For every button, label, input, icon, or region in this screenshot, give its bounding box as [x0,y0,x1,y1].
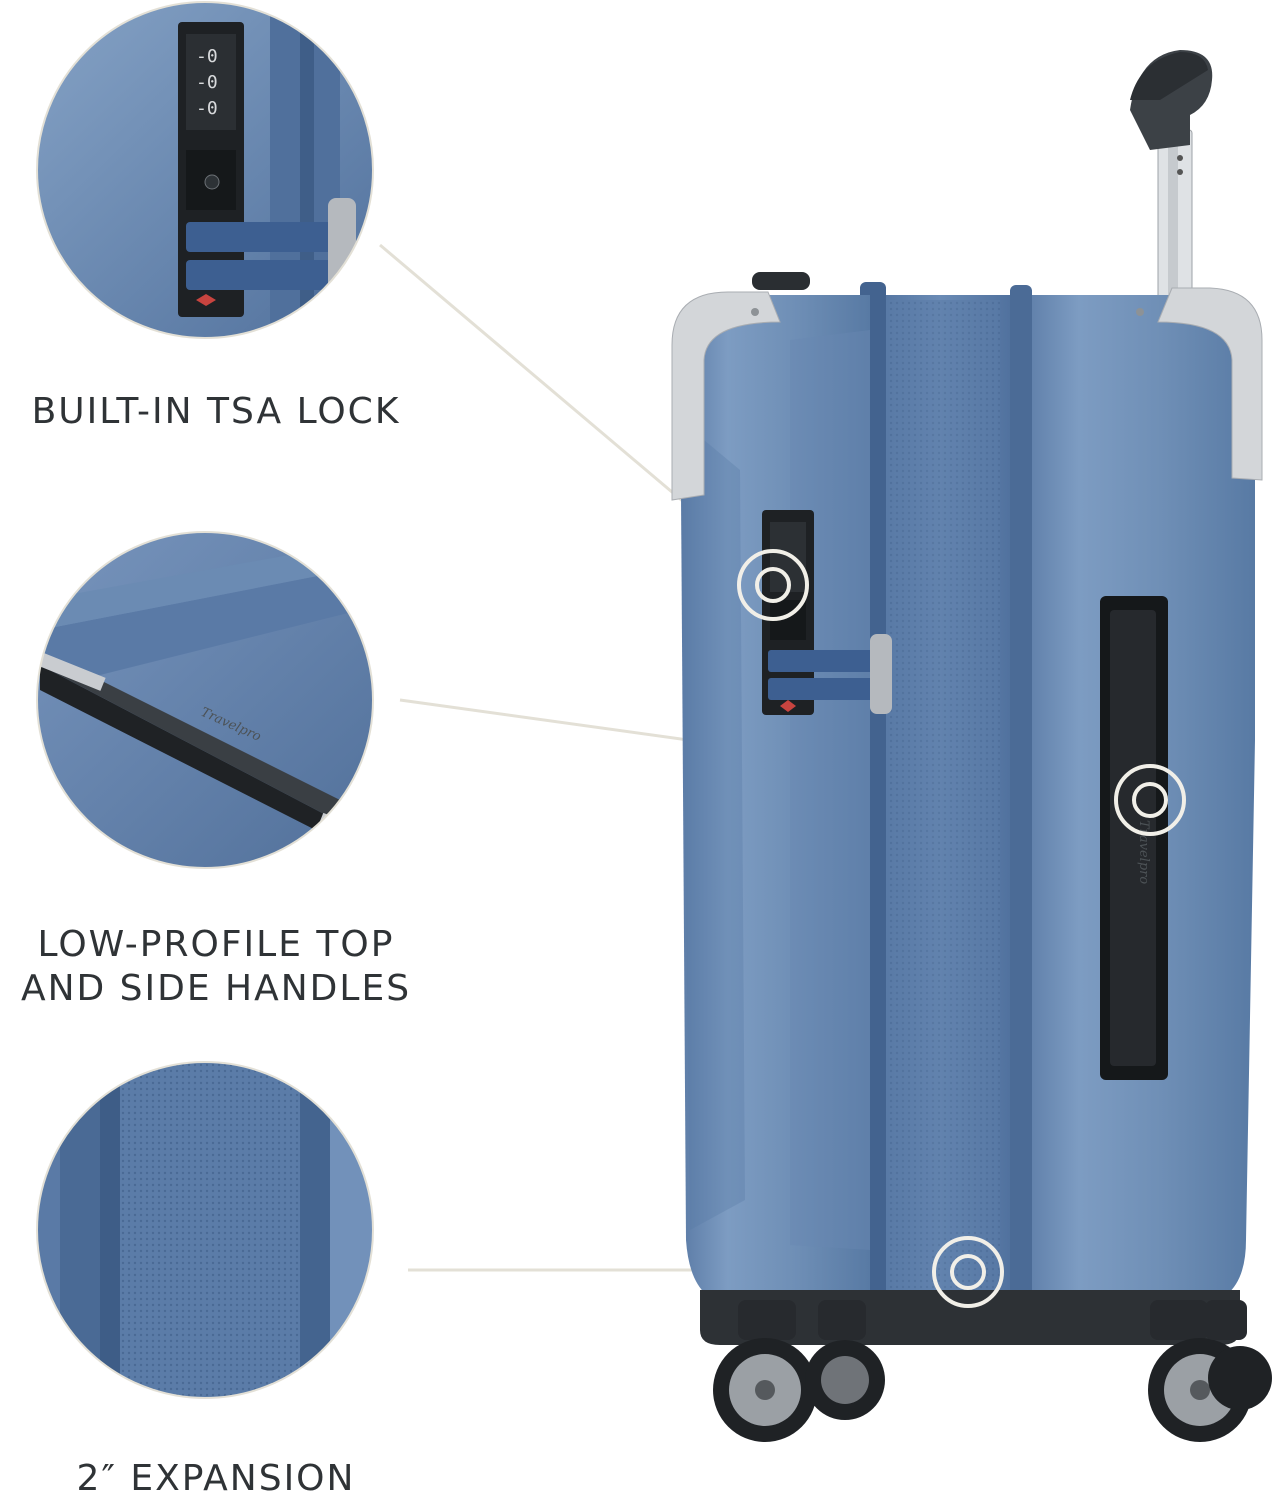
spinner-wheels [713,1300,1272,1442]
expansion-circle [36,1061,374,1399]
side-handle: Travelpro [1100,596,1168,1080]
svg-text:-0: -0 [196,72,218,93]
handle-marker [1114,764,1186,836]
tsa-lock-circle [36,1,374,339]
expansion-label-text: 2″ EXPANSION [76,1458,356,1499]
expansion-marker [932,1236,1004,1308]
callout-markers [737,549,1186,1308]
handles-label-line1: LOW-PROFILE TOP [37,924,395,965]
handles-label: LOW-PROFILE TOP AND SIDE HANDLES [0,923,432,1011]
handle-circle [36,531,374,869]
tsa-lock-label-text: BUILT-IN TSA LOCK [31,391,401,432]
expansion-closeup [37,1062,373,1398]
expansion-label: 2″ EXPANSION [0,1457,432,1501]
handles-label-line2: AND SIDE HANDLES [20,968,412,1009]
tsa-lock-marker [737,549,809,621]
tsa-lock-closeup: -0 -0 -0 [37,2,373,338]
suitcase: Travelpro [671,50,1272,1442]
svg-text:-0: -0 [196,98,218,119]
svg-text:-0: -0 [196,46,218,67]
brand-wordmark: Travelpro [1136,820,1151,884]
telescoping-handle [1130,50,1213,301]
tsa-lock [762,510,892,715]
tsa-lock-label: BUILT-IN TSA LOCK [0,390,432,434]
